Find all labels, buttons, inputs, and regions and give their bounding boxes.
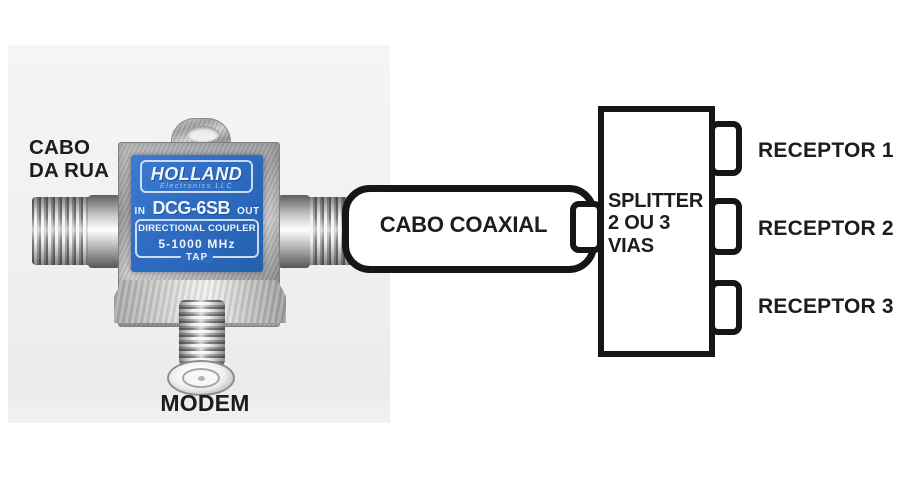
splitter-label: SPLITTER 2 OU 3 VIAS [608,190,703,257]
modem-connector-pin [197,375,205,381]
splitter-label-line2: 2 OU 3 [608,212,671,235]
spec-frame: DIRECTIONAL COUPLER 5-1000 MHz TAP [135,219,259,263]
product-photo: CABO DA RUA HOLLAND Electronics LLC IN D… [8,45,390,423]
brand-frame: HOLLAND Electronics LLC [140,160,253,193]
tap-port-label: TAP [180,252,214,263]
device-label: HOLLAND Electronics LLC IN DCG-6SB OUT D… [131,155,263,272]
receptor-1-label: RECEPTOR 1 [758,139,894,162]
coax-cable-label: CABO COAXIAL [379,211,548,237]
splitter-body [598,106,715,357]
modem-connector-tip [167,360,235,396]
modem-connector-opening [182,368,220,388]
coax-cable-box: CABO COAXIAL [342,185,597,273]
receptor-2-label: RECEPTOR 2 [758,217,894,240]
street-cable-label: CABO DA RUA [29,136,110,182]
brand-subtitle: Electronics LLC [159,183,234,190]
left-connector-ferrule [88,195,120,268]
street-cable-label-line1: CABO [29,136,91,159]
modem-label: MODEM [160,390,250,416]
frequency-range-label: 5-1000 MHz [158,237,236,251]
device-type-label: DIRECTIONAL COUPLER [138,223,256,234]
street-cable-label-line2: DA RUA [29,158,110,182]
right-connector-ferrule [278,195,310,268]
model-name: DCG-6SB [152,198,230,218]
receptor-3-label: RECEPTOR 3 [758,295,894,318]
brand-name: HOLLAND [150,164,243,184]
model-row: IN DCG-6SB OUT [131,198,263,218]
splitter-label-line1: SPLITTER [608,190,704,212]
modem-connector-barrel [179,300,225,366]
mounting-hole [187,126,219,142]
port-in-label: IN [134,206,146,217]
port-out-label: OUT [236,206,260,217]
splitter-label-line3: VIAS [608,234,654,257]
